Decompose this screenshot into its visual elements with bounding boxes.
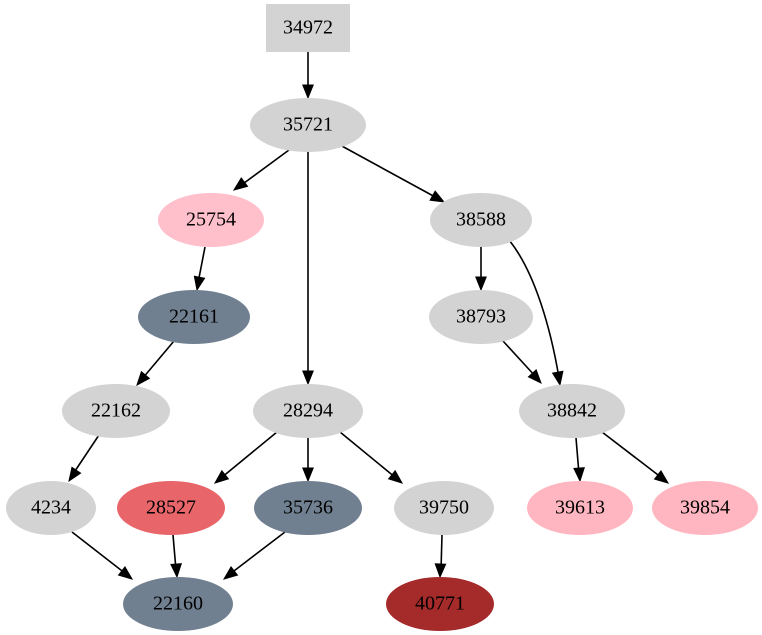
graph-node-22160[interactable]: 22160 (123, 577, 233, 631)
node-ellipse[interactable] (62, 384, 170, 438)
graph-edge (302, 52, 314, 100)
graph-edge (434, 534, 447, 579)
node-ellipse[interactable] (394, 481, 494, 535)
edge-arrowhead (302, 370, 314, 386)
node-ellipse[interactable] (429, 290, 533, 344)
edge-arrowhead (68, 466, 82, 483)
edge-line (71, 531, 127, 575)
edge-arrowhead (527, 368, 542, 385)
edge-arrowhead (551, 370, 564, 387)
node-ellipse[interactable] (430, 193, 532, 247)
graph-edge (601, 431, 670, 484)
edge-line (601, 431, 663, 479)
graph-node-28527[interactable]: 28527 (117, 481, 225, 535)
node-ellipse[interactable] (123, 577, 233, 631)
edge-arrowhead (429, 190, 446, 203)
edge-arrowhead (170, 563, 182, 579)
graph-node-39854[interactable]: 39854 (652, 481, 758, 535)
graph-edge (339, 431, 404, 484)
edge-line (229, 531, 286, 575)
edge-line (141, 340, 175, 380)
edge-arrowhead (213, 469, 230, 484)
edge-arrowhead (573, 467, 585, 483)
graph-node-39750[interactable]: 39750 (394, 481, 494, 535)
node-ellipse[interactable] (138, 290, 250, 344)
edge-arrowhead (193, 275, 206, 292)
edge-arrowhead (232, 177, 249, 191)
edge-arrowhead (302, 467, 314, 483)
graph-edge (302, 438, 314, 483)
graph-node-28294[interactable]: 28294 (253, 384, 363, 438)
edge-line (72, 434, 100, 475)
graph-edge (302, 152, 314, 386)
graph-edge (573, 437, 585, 483)
graph-node-22161[interactable]: 22161 (138, 290, 250, 344)
graph-node-39613[interactable]: 39613 (527, 481, 633, 535)
node-ellipse[interactable] (6, 481, 96, 535)
edge-line (339, 431, 397, 479)
graph-node-35721[interactable]: 35721 (250, 98, 366, 152)
graph-node-22162[interactable]: 22162 (62, 384, 170, 438)
edge-arrowhead (387, 469, 404, 484)
edge-line (502, 340, 537, 378)
graph-node-34972[interactable]: 34972 (266, 4, 350, 52)
node-ellipse[interactable] (519, 384, 625, 438)
node-ellipse[interactable] (253, 384, 363, 438)
edge-line (220, 431, 278, 479)
edge-arrowhead (475, 276, 487, 292)
edge-arrowhead (136, 370, 151, 387)
node-ellipse[interactable] (386, 577, 494, 631)
edge-line (508, 239, 560, 379)
node-ellipse[interactable] (527, 481, 633, 535)
graph-node-40771[interactable]: 40771 (386, 577, 494, 631)
edge-arrowhead (302, 84, 314, 100)
graph-edge (193, 246, 206, 292)
graph-edge (508, 239, 564, 387)
node-ellipse[interactable] (254, 481, 362, 535)
edge-line (339, 144, 438, 199)
graph-edge (339, 144, 446, 203)
graph-edge (232, 149, 290, 191)
edge-arrowhead (434, 563, 447, 579)
node-ellipse[interactable] (250, 98, 366, 152)
node-ellipse[interactable] (117, 481, 225, 535)
edge-arrowhead (653, 470, 670, 484)
graph-edge (502, 340, 542, 385)
edge-arrowhead (222, 566, 239, 580)
graph-edge (213, 431, 278, 484)
edge-line (239, 149, 290, 187)
node-ellipse[interactable] (158, 193, 264, 247)
graph-edge (71, 531, 134, 580)
graph-edge (475, 247, 487, 292)
graph-edge (68, 434, 100, 483)
graph-node-38588[interactable]: 38588 (430, 193, 532, 247)
graph-node-35736[interactable]: 35736 (254, 481, 362, 535)
edge-arrowhead (117, 566, 134, 580)
node-rect[interactable] (266, 4, 350, 52)
graph-node-25754[interactable]: 25754 (158, 193, 264, 247)
node-ellipse[interactable] (652, 481, 758, 535)
nodes-layer: 34972 35721 25754 38588 22161 38793 22162 28294… (6, 4, 758, 631)
graph-node-38842[interactable]: 38842 (519, 384, 625, 438)
graph-node-38793[interactable]: 38793 (429, 290, 533, 344)
graph-node-4234[interactable]: 4234 (6, 481, 96, 535)
edges-layer (68, 52, 670, 580)
graph-edge (222, 531, 286, 580)
graph-edge (170, 534, 182, 579)
graph-edge (136, 340, 175, 387)
